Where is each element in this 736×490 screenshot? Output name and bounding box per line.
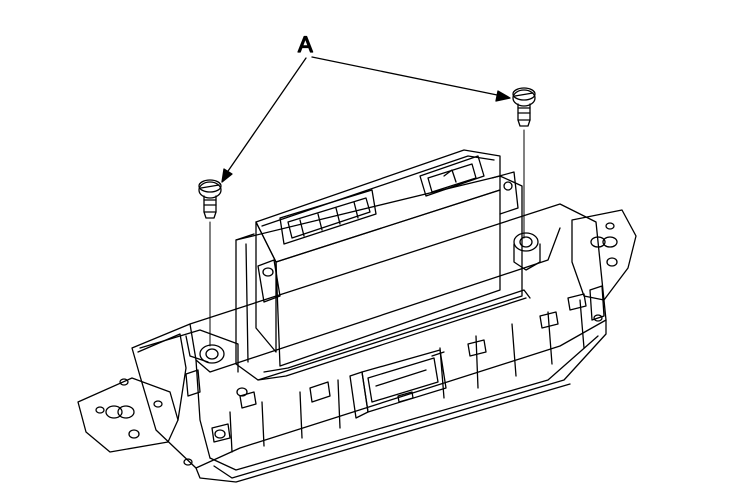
leader-line-left <box>222 58 306 182</box>
leader-line-right <box>312 57 510 101</box>
screw-icon <box>199 180 221 346</box>
screw-boss-right <box>514 233 538 251</box>
callout-label-a: A <box>298 32 313 57</box>
control-module <box>236 150 530 380</box>
screw-icon <box>513 88 535 238</box>
mount-hole <box>106 406 122 418</box>
screw-boss-left <box>200 345 224 363</box>
base-connector <box>350 350 446 418</box>
base-bracket <box>78 204 636 482</box>
